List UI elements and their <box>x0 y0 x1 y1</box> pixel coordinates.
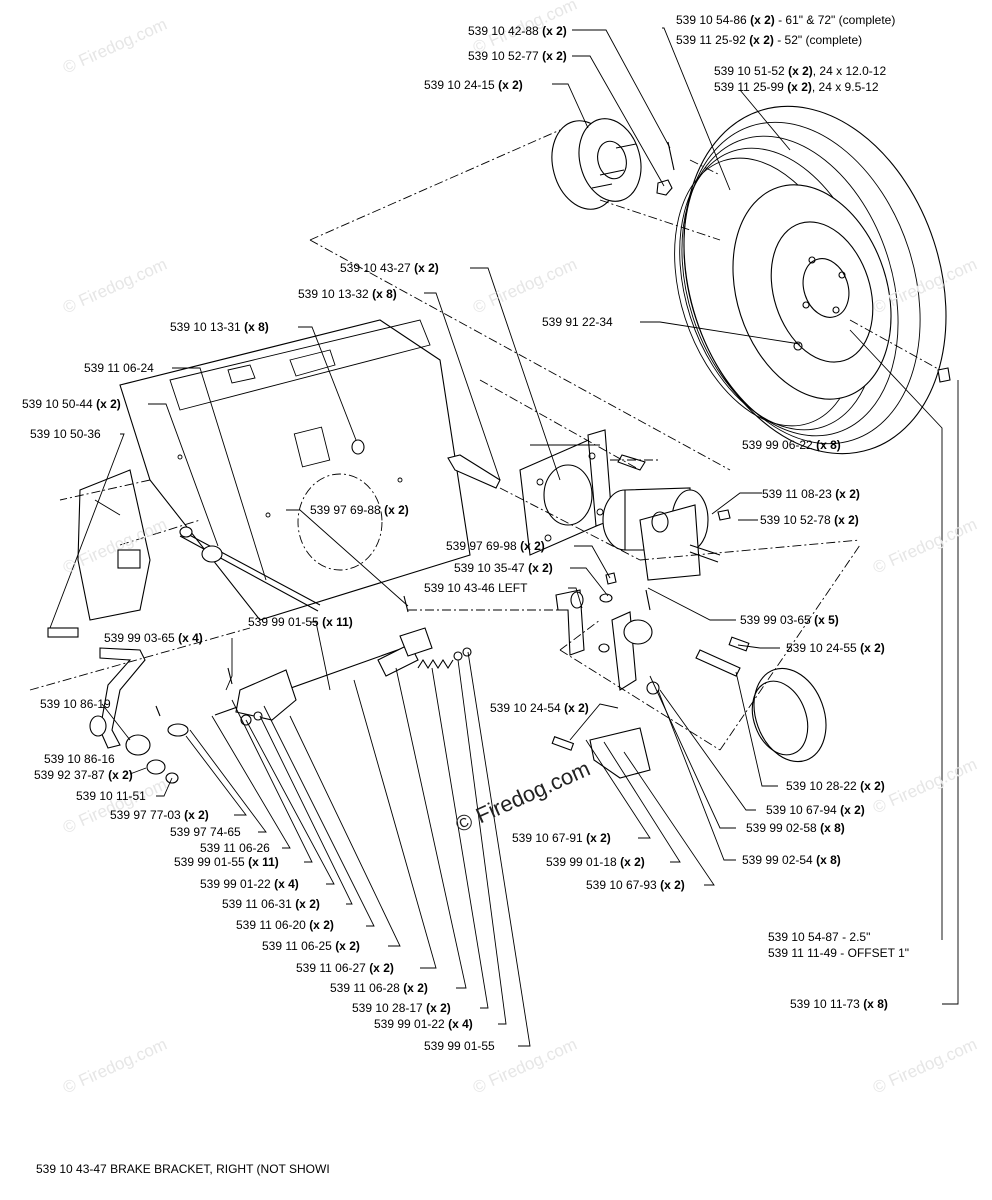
cross-shaft <box>179 526 321 612</box>
callout: 539 11 11-49 - OFFSET 1" <box>768 946 909 960</box>
footer-note: 539 10 43-47 BRAKE BRACKET, RIGHT (NOT S… <box>36 1162 330 1176</box>
callout: 539 11 06-31 (x 2) <box>222 897 320 911</box>
callout: 539 10 43-27 (x 2) <box>340 261 439 275</box>
watermark: © Firedog.com <box>60 1034 170 1098</box>
callout: 539 10 24-15 (x 2) <box>424 78 523 92</box>
callout: 539 91 22-34 <box>542 315 613 329</box>
callout: 539 11 06-25 (x 2) <box>262 939 360 953</box>
watermark: © Firedog.com <box>870 514 980 578</box>
assembly-lines <box>29 129 941 751</box>
callout: 539 99 02-58 (x 8) <box>746 821 845 835</box>
callout: 539 10 13-32 (x 8) <box>298 287 397 301</box>
motor-mount <box>447 429 613 556</box>
callout: 539 10 28-17 (x 2) <box>352 1001 451 1015</box>
callout: 539 99 03-65 (x 4) <box>104 631 203 645</box>
hydraulic-motor <box>602 454 721 581</box>
callout: 539 10 35-47 (x 2) <box>454 561 553 575</box>
callout: 539 99 03-65 (x 5) <box>740 613 839 627</box>
callout: 539 99 01-18 (x 2) <box>546 855 645 869</box>
callout: 539 10 28-22 (x 2) <box>786 779 885 793</box>
callout: 539 10 11-51 <box>76 789 146 803</box>
callout: 539 97 77-03 (x 2) <box>110 808 209 822</box>
callout: 539 11 08-23 (x 2) <box>762 487 860 501</box>
callout: 539 10 86-19 <box>40 697 111 711</box>
callout: 539 11 06-20 (x 2) <box>236 918 334 932</box>
watermark: © Firedog.com <box>60 14 170 78</box>
watermark: © Firedog.com <box>470 254 580 318</box>
callout: 539 10 43-46 LEFT <box>424 581 528 595</box>
leader-lines <box>49 27 959 1047</box>
callout: 539 10 86-16 <box>44 752 115 766</box>
callout: 539 99 02-54 (x 8) <box>742 853 841 867</box>
callout: 539 99 01-55 (x 11) <box>248 615 353 629</box>
watermark: © Firedog.com <box>60 774 170 838</box>
center-watermark: © Firedog.com <box>451 755 594 838</box>
callout: 539 99 01-22 (x 4) <box>374 1017 473 1031</box>
callout: 539 11 06-27 (x 2) <box>296 961 394 975</box>
callout: 539 10 24-54 (x 2) <box>490 701 589 715</box>
callout: 539 97 74-65 <box>170 825 241 839</box>
callout: 539 97 69-98 (x 2) <box>446 539 545 553</box>
callout: 539 99 01-55 (x 11) <box>174 855 279 869</box>
callout: 539 97 69-88 (x 2) <box>310 503 409 517</box>
callout: 539 11 06-28 (x 2) <box>330 981 428 995</box>
callout: 539 11 25-99 (x 2), 24 x 9.5-12 <box>714 80 879 94</box>
callout: 539 11 06-24 <box>84 361 154 375</box>
watermark: © Firedog.com <box>60 254 170 318</box>
callout: 539 10 67-93 (x 2) <box>586 878 685 892</box>
callout: 539 10 13-31 (x 8) <box>170 320 269 334</box>
callout: 539 10 54-87 - 2.5" <box>768 930 871 944</box>
callout: 539 99 06-22 (x 8) <box>742 438 841 452</box>
small-hardware <box>155 367 951 717</box>
watermark: © Firedog.com <box>870 1034 980 1098</box>
callout: 539 10 52-77 (x 2) <box>468 49 567 63</box>
brake-linkage <box>167 627 472 737</box>
callout: 539 99 01-22 (x 4) <box>200 877 299 891</box>
tire <box>674 105 947 455</box>
wheel-hub <box>551 118 675 210</box>
callout: 539 10 11-73 (x 8) <box>790 997 888 1011</box>
callout: 539 10 52-78 (x 2) <box>760 513 859 527</box>
callout: 539 10 42-88 (x 2) <box>468 24 567 38</box>
callout: 539 10 67-94 (x 2) <box>766 803 865 817</box>
callout: 539 10 67-91 (x 2) <box>512 831 611 845</box>
callout: 539 10 50-44 (x 2) <box>22 397 121 411</box>
callout: 539 10 24-55 (x 2) <box>786 641 885 655</box>
watermark: © Firedog.com <box>870 254 980 318</box>
callout: 539 10 54-86 (x 2) - 61" & 72" (complete… <box>676 13 896 27</box>
callout: 539 10 50-36 <box>30 427 101 441</box>
watermark: © Firedog.com <box>870 754 980 818</box>
callout: 539 92 37-87 (x 2) <box>34 768 133 782</box>
callout: 539 99 01-55 <box>424 1039 495 1053</box>
brake-assembly <box>551 589 827 779</box>
callout: 539 11 25-92 (x 2) - 52" (complete) <box>676 33 863 47</box>
watermark: © Firedog.com <box>60 514 170 578</box>
callout: 539 11 06-26 <box>200 841 270 855</box>
callout: 539 10 51-52 (x 2), 24 x 12.0-12 <box>714 64 887 78</box>
